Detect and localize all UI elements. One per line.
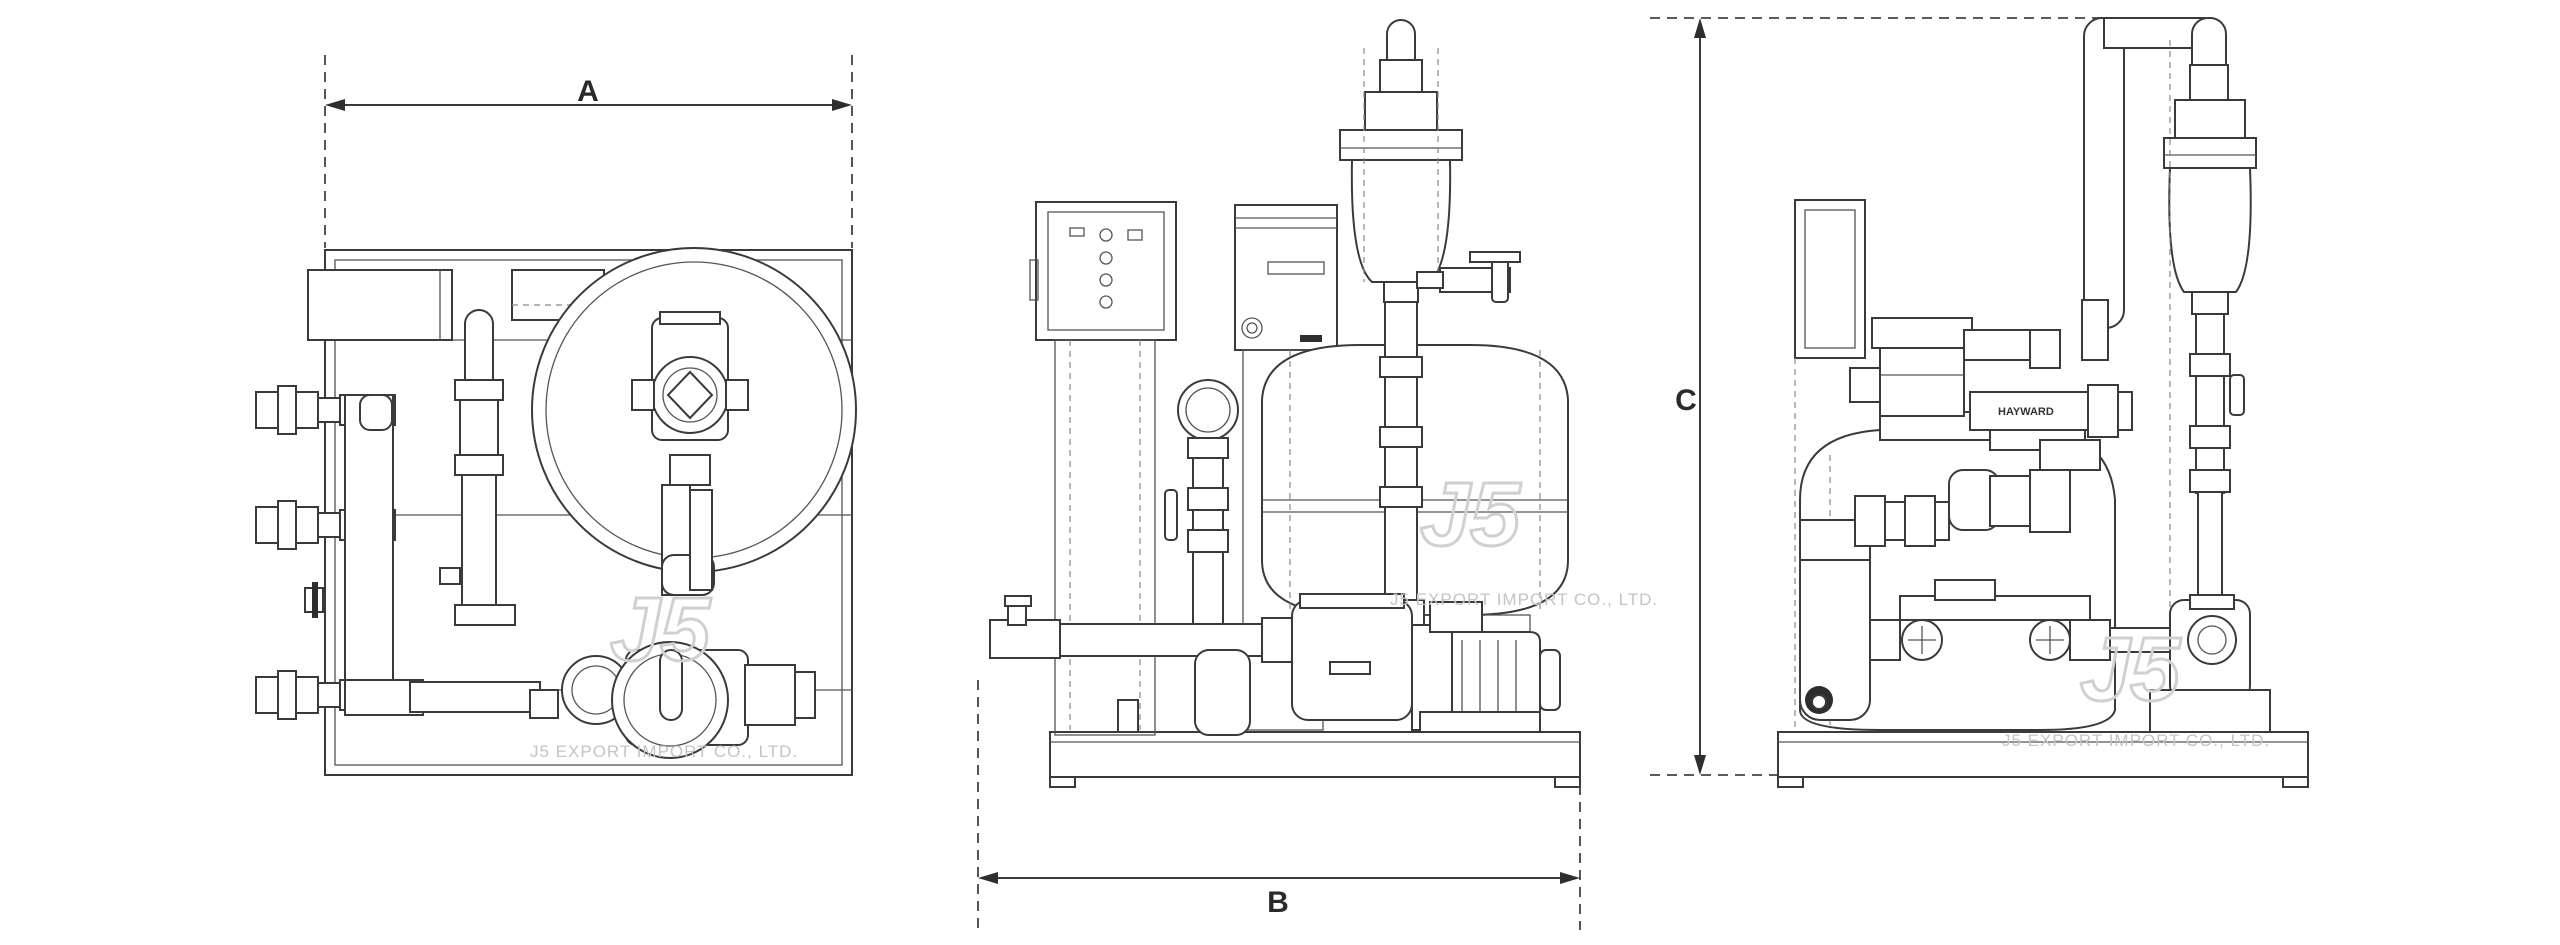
dimension-a: A xyxy=(324,55,853,248)
front-vertical-piping xyxy=(1377,251,1521,626)
front-base-frame xyxy=(1049,731,1581,778)
top-multiport-valve xyxy=(631,311,749,486)
front-watermark-logo: J5 xyxy=(1420,465,1522,565)
dimension-b: B xyxy=(977,680,1581,930)
top-watermark-text: J5 EXPORT IMPORT CO., LTD. xyxy=(530,742,798,761)
front-control-panel xyxy=(1029,201,1177,736)
front-watermark-text: J5 EXPORT IMPORT CO., LTD. xyxy=(1390,590,1658,609)
top-view: A xyxy=(255,55,857,776)
side-base-frame xyxy=(1777,731,2309,778)
side-control-panel xyxy=(1794,199,1866,359)
dimension-c: C xyxy=(1650,17,2120,776)
top-watermark-logo: J5 xyxy=(610,580,712,680)
top-pump xyxy=(529,641,816,759)
side-piping xyxy=(1799,439,2171,721)
dimension-b-label: B xyxy=(1267,886,1289,919)
front-inlet-pipe xyxy=(989,595,1293,736)
front-cyclone-separator xyxy=(1339,19,1463,303)
side-pump xyxy=(2149,594,2271,733)
dimension-a-label: A xyxy=(577,75,599,108)
front-view: B xyxy=(977,19,1658,930)
front-pump xyxy=(1291,593,1561,733)
side-cyclone-separator xyxy=(2163,64,2257,603)
top-pipe-manifold xyxy=(339,394,541,716)
side-brand-plate: HAYWARD xyxy=(1998,406,2054,418)
side-watermark-logo: J5 xyxy=(2080,620,2182,720)
front-pressure-gauge xyxy=(1164,379,1239,628)
dimension-c-label: C xyxy=(1675,384,1697,417)
top-control-box xyxy=(307,269,453,341)
side-view: C xyxy=(1650,17,2309,788)
side-watermark-text: J5 EXPORT IMPORT CO., LTD. xyxy=(2002,731,2270,750)
top-inlet-unions xyxy=(255,385,341,720)
